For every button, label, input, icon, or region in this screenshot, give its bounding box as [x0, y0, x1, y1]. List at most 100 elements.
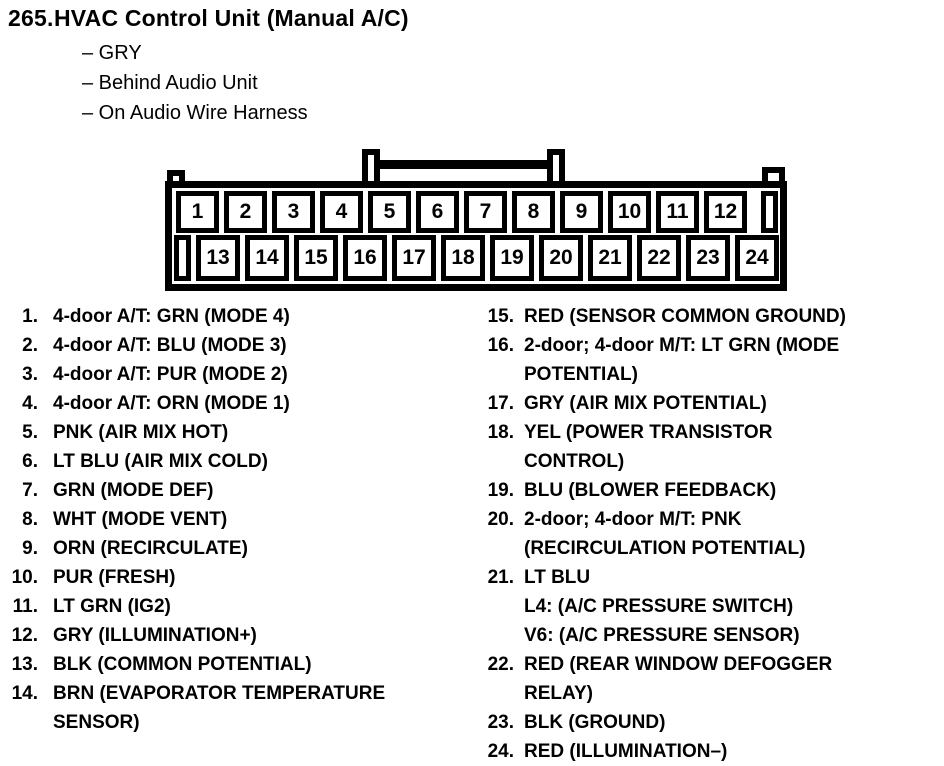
pin-number: 11. [12, 596, 38, 617]
pin-description: BLK (GROUND) [524, 712, 666, 733]
pin-list-item: 18. YEL (POWER TRANSISTOR CONTROL) [478, 418, 944, 476]
pin-number: 15. [487, 306, 514, 327]
pin-list-item: 2. 4-door A/T: BLU (MODE 3) [0, 331, 465, 360]
pin-description: PUR (FRESH) [53, 567, 176, 588]
title-number: 265. [8, 5, 54, 31]
pin-description: 4-door A/T: ORN (MODE 1) [53, 393, 290, 414]
pin-box: 13 [196, 235, 240, 281]
pin-number: 10. [11, 567, 38, 588]
pin-box: 18 [441, 235, 485, 281]
pin-box: 1 [176, 191, 219, 233]
connector-latch-bar [379, 160, 548, 169]
pin-box: 14 [245, 235, 289, 281]
pin-description: 4-door A/T: GRN (MODE 4) [53, 306, 290, 327]
pin-list-item: 10. PUR (FRESH) [0, 563, 465, 592]
pin-box: 9 [560, 191, 603, 233]
blank-slot [761, 191, 778, 233]
page-title: 265. HVAC Control Unit (Manual A/C) [8, 5, 409, 32]
pin-description: GRY (AIR MIX POTENTIAL) [524, 393, 767, 414]
pin-box: 17 [392, 235, 436, 281]
pin-description: ORN (RECIRCULATE) [53, 538, 248, 559]
pin-box: 20 [539, 235, 583, 281]
connector-body: 1 2 3 4 5 6 7 8 9 10 11 12 [165, 181, 787, 291]
pin-list-item: 1. 4-door A/T: GRN (MODE 4) [0, 302, 465, 331]
pin-number: 17. [487, 393, 514, 414]
pin-list-item: 23. BLK (GROUND) [478, 708, 944, 737]
pin-description: 4-door A/T: BLU (MODE 3) [53, 335, 287, 356]
pin-number: 14. [11, 683, 38, 704]
pin-number: 12. [11, 625, 38, 646]
pin-number: 23. [487, 712, 514, 733]
pin-description: RED (REAR WINDOW DEFOGGER RELAY) [524, 654, 833, 704]
pin-number: 1. [22, 306, 38, 327]
pin-number: 4. [22, 393, 38, 414]
pin-description: LT GRN (IG2) [53, 596, 171, 617]
pin-list-item: 20. 2-door; 4-door M/T: PNK (RECIRCULATI… [478, 505, 944, 563]
pin-description: RED (ILLUMINATION–) [524, 741, 728, 762]
pin-box: 3 [272, 191, 315, 233]
pin-list-left: 1. 4-door A/T: GRN (MODE 4) 2. 4-door A/… [0, 302, 465, 737]
location-note: – Behind Audio Unit [82, 72, 258, 94]
pin-list-item: 16. 2-door; 4-door M/T: LT GRN (MODE POT… [478, 331, 944, 389]
pin-box: 12 [704, 191, 747, 233]
pin-list-right: 15. RED (SENSOR COMMON GROUND) 16. 2-doo… [478, 302, 944, 766]
pin-description: LT BLU (AIR MIX COLD) [53, 451, 268, 472]
pin-box: 7 [464, 191, 507, 233]
pin-number: 2. [22, 335, 38, 356]
pin-number: 13. [11, 654, 38, 675]
pin-number: 20. [487, 509, 514, 530]
pin-box: 16 [343, 235, 387, 281]
pin-list-item: 11. LT GRN (IG2) [0, 592, 465, 621]
pin-list-item: 19. BLU (BLOWER FEEDBACK) [478, 476, 944, 505]
pin-number: 9. [22, 538, 38, 559]
pin-list-item: 5. PNK (AIR MIX HOT) [0, 418, 465, 447]
pin-box: 10 [608, 191, 651, 233]
pin-description: 2-door; 4-door M/T: PNK (RECIRCULATION P… [524, 509, 806, 559]
location-note: – On Audio Wire Harness [82, 102, 308, 124]
pin-box: 2 [224, 191, 267, 233]
pin-description: YEL (POWER TRANSISTOR CONTROL) [524, 422, 773, 472]
pin-number: 18. [487, 422, 514, 443]
pin-description: PNK (AIR MIX HOT) [53, 422, 229, 443]
pin-list-item: 6. LT BLU (AIR MIX COLD) [0, 447, 465, 476]
pin-list-item: 15. RED (SENSOR COMMON GROUND) [478, 302, 944, 331]
connector-top-row: 1 2 3 4 5 6 7 8 9 10 11 12 [176, 191, 778, 233]
pin-list-item: 22. RED (REAR WINDOW DEFOGGER RELAY) [478, 650, 944, 708]
pin-number: 6. [22, 451, 38, 472]
pin-number: 16. [487, 335, 514, 356]
pin-box: 24 [735, 235, 779, 281]
connector-bottom-row: 13 14 15 16 17 18 19 20 21 22 23 24 [174, 235, 779, 281]
pin-box: 21 [588, 235, 632, 281]
location-note: – GRY [82, 42, 142, 64]
pin-box: 5 [368, 191, 411, 233]
pin-list-item: 4. 4-door A/T: ORN (MODE 1) [0, 389, 465, 418]
pin-number: 3. [22, 364, 38, 385]
pin-list-item: 8. WHT (MODE VENT) [0, 505, 465, 534]
pin-description: 4-door A/T: PUR (MODE 2) [53, 364, 288, 385]
pin-box: 11 [656, 191, 699, 233]
pin-description: LT BLU L4: (A/C PRESSURE SWITCH) V6: (A/… [524, 567, 800, 646]
pin-number: 19. [487, 480, 514, 501]
pin-number: 7. [22, 480, 38, 501]
pin-description: 2-door; 4-door M/T: LT GRN (MODE POTENTI… [524, 335, 840, 385]
pin-description: GRN (MODE DEF) [53, 480, 214, 501]
pin-box: 23 [686, 235, 730, 281]
pin-description: BLK (COMMON POTENTIAL) [53, 654, 312, 675]
pin-box: 19 [490, 235, 534, 281]
pin-list-item: 24. RED (ILLUMINATION–) [478, 737, 944, 766]
location-notes: – GRY – Behind Audio Unit – On Audio Wir… [82, 38, 308, 128]
pin-box: 4 [320, 191, 363, 233]
pin-description: RED (SENSOR COMMON GROUND) [524, 306, 846, 327]
pin-description: WHT (MODE VENT) [53, 509, 228, 530]
pin-list-item: 12. GRY (ILLUMINATION+) [0, 621, 465, 650]
pin-number: 21. [487, 567, 514, 588]
title-text: HVAC Control Unit (Manual A/C) [54, 5, 409, 31]
connector-diagram: 1 2 3 4 5 6 7 8 9 10 11 12 [165, 147, 787, 291]
pin-list-item: 21. LT BLU L4: (A/C PRESSURE SWITCH) V6:… [478, 563, 944, 650]
pin-number: 8. [22, 509, 38, 530]
pin-list-item: 13. BLK (COMMON POTENTIAL) [0, 650, 465, 679]
pin-list-item: 7. GRN (MODE DEF) [0, 476, 465, 505]
pin-description: GRY (ILLUMINATION+) [53, 625, 257, 646]
pin-list-item: 9. ORN (RECIRCULATE) [0, 534, 465, 563]
